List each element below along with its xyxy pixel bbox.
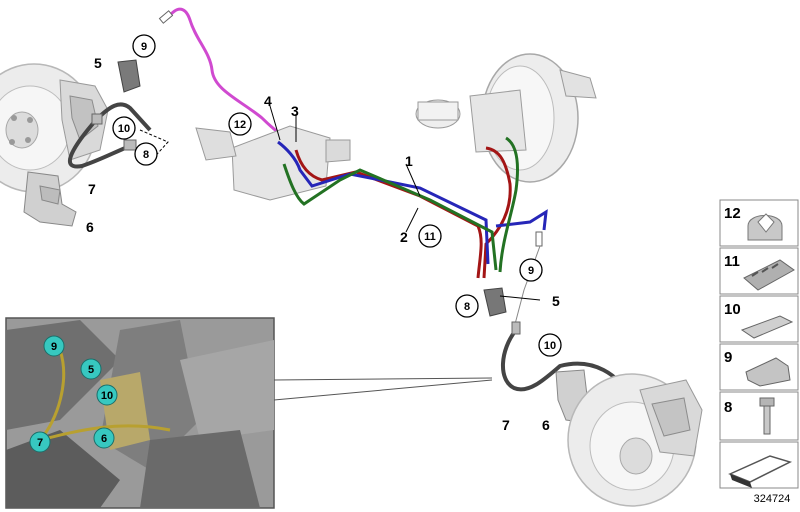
- inset-leader-top: [273, 377, 493, 381]
- brake-line-green-1: [282, 163, 498, 271]
- brake-line-magenta: [166, 7, 297, 148]
- inset-callout-10-label: 10: [101, 390, 113, 402]
- inset-callout-6-label: 6: [101, 433, 107, 445]
- callout-11-label: 11: [424, 231, 436, 243]
- callout-9-right: 9: [519, 258, 543, 282]
- mounting-arrow-icon-shadow: [730, 474, 752, 488]
- inset-callout-9: 9: [43, 335, 65, 357]
- legend-label-9: 9: [724, 349, 732, 366]
- callout-5-right: 5: [552, 293, 560, 309]
- bolt-8-icon: [763, 405, 771, 435]
- clip-11-icon: [743, 259, 795, 291]
- inset-callout-6: 6: [93, 427, 115, 449]
- callout-10-right-label: 10: [544, 340, 556, 352]
- left-holder-5: [117, 59, 141, 93]
- callout-10-left: 10: [112, 116, 136, 140]
- callout-8-left: 8: [134, 142, 158, 166]
- brake-line-green-2: [498, 136, 520, 273]
- callout-10-right: 10: [538, 333, 562, 357]
- callout-2: 2: [400, 229, 408, 245]
- rear-line-fitting: [535, 231, 543, 247]
- brake-line-red-2: [294, 149, 483, 279]
- parts-legend: 12 11 10 9 8: [719, 199, 799, 489]
- left-bracket-6: [23, 171, 77, 227]
- reference-number: 324724: [754, 493, 791, 505]
- inset-callout-10: 10: [96, 384, 118, 406]
- callout-11: 11: [418, 224, 442, 248]
- callout-7-right: 7: [502, 417, 510, 433]
- clip-10-icon: [740, 315, 794, 339]
- callout-8-right-label: 8: [464, 301, 470, 313]
- callout-5-left: 5: [94, 55, 102, 71]
- brake-booster: [415, 53, 597, 183]
- clip-9-icon: [745, 357, 791, 387]
- callout-8-right: 8: [455, 294, 479, 318]
- legend-cell-8: [719, 391, 799, 441]
- inset-callout-5-label: 5: [88, 364, 94, 376]
- inset-leader-bottom: [273, 379, 493, 401]
- callout-4: 4: [264, 93, 272, 109]
- callout-10-left-label: 10: [118, 123, 130, 135]
- callout-7-left: 7: [88, 181, 96, 197]
- inset-callout-7-label: 7: [37, 437, 43, 449]
- callout-1: 1: [405, 153, 413, 169]
- callout-9-top-label: 9: [141, 41, 147, 53]
- left-brake-hose: [67, 102, 152, 169]
- callout-12-label: 12: [234, 119, 246, 131]
- clip-12-icon-detail: [757, 213, 775, 233]
- inset-callout-5: 5: [80, 358, 102, 380]
- abs-unit: [195, 125, 351, 201]
- inset-photo: [5, 317, 275, 509]
- clip-11-icon-detail: [751, 263, 779, 277]
- right-bracket-8: [483, 287, 507, 317]
- legend-label-10: 10: [724, 301, 741, 318]
- brake-line-blue-rear: [495, 209, 548, 231]
- legend-label-8: 8: [724, 399, 732, 416]
- legend-label-12: 12: [724, 205, 741, 222]
- leader-4: [269, 105, 281, 141]
- magenta-line-fitting: [158, 10, 174, 24]
- rear-leader: [513, 245, 541, 329]
- right-brake-hose: [500, 321, 640, 411]
- left-dashed-leader: [139, 129, 169, 163]
- right-brake-disc-assembly: [567, 373, 703, 507]
- inset-callout-7: 7: [29, 431, 51, 453]
- inset-callout-9-label: 9: [51, 341, 57, 353]
- leader-1: [405, 163, 421, 197]
- callout-12: 12: [228, 112, 252, 136]
- callout-3: 3: [291, 103, 299, 119]
- callout-9-right-label: 9: [528, 265, 534, 277]
- callout-8-left-label: 8: [143, 149, 149, 161]
- bolt-8-head-icon: [759, 397, 775, 407]
- callout-9-top: 9: [132, 34, 156, 58]
- leader-2: [405, 207, 419, 233]
- legend-label-11: 11: [724, 253, 740, 270]
- left-brake-disc-assembly: [0, 63, 109, 193]
- callout-6-right: 6: [542, 417, 550, 433]
- leader-5-right: [499, 295, 541, 301]
- callout-6-left: 6: [86, 219, 94, 235]
